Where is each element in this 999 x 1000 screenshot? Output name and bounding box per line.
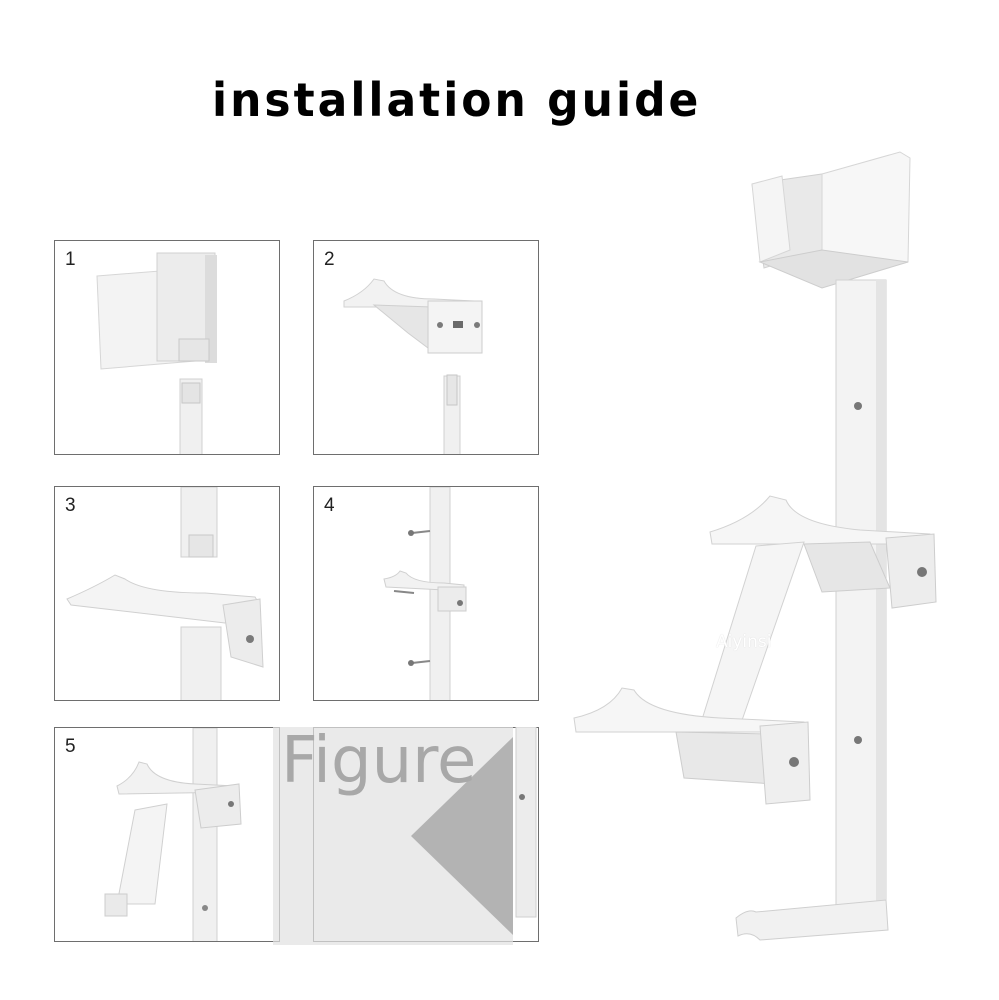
assembled-stand-illustration <box>560 140 980 960</box>
step-panel-5: 5 <box>54 727 280 942</box>
step-number: 2 <box>324 249 335 270</box>
watermark: Figure <box>273 727 513 945</box>
step-5-illustration <box>104 728 242 941</box>
step-panel-4: 4 <box>313 486 539 701</box>
step-number: 1 <box>65 249 76 270</box>
step-4-illustration <box>383 487 467 700</box>
step-3-illustration <box>66 487 264 700</box>
step-1-illustration <box>96 252 217 454</box>
page-title: installation guide <box>212 74 702 128</box>
step-number: 5 <box>65 736 76 757</box>
step-panel-1: 1 <box>54 240 280 455</box>
step-panel-3: 3 <box>54 486 280 701</box>
watermark-text: Figure <box>281 727 477 798</box>
stand-drawing <box>573 151 937 941</box>
step-2-illustration <box>343 278 483 454</box>
step-number: 4 <box>324 495 335 516</box>
brand-watermark: Aiyinsi <box>716 632 772 652</box>
step-number: 3 <box>65 495 76 516</box>
step-6-illustration <box>515 727 537 918</box>
watermark-triangle <box>411 737 513 935</box>
step-panel-2: 2 <box>313 240 539 455</box>
